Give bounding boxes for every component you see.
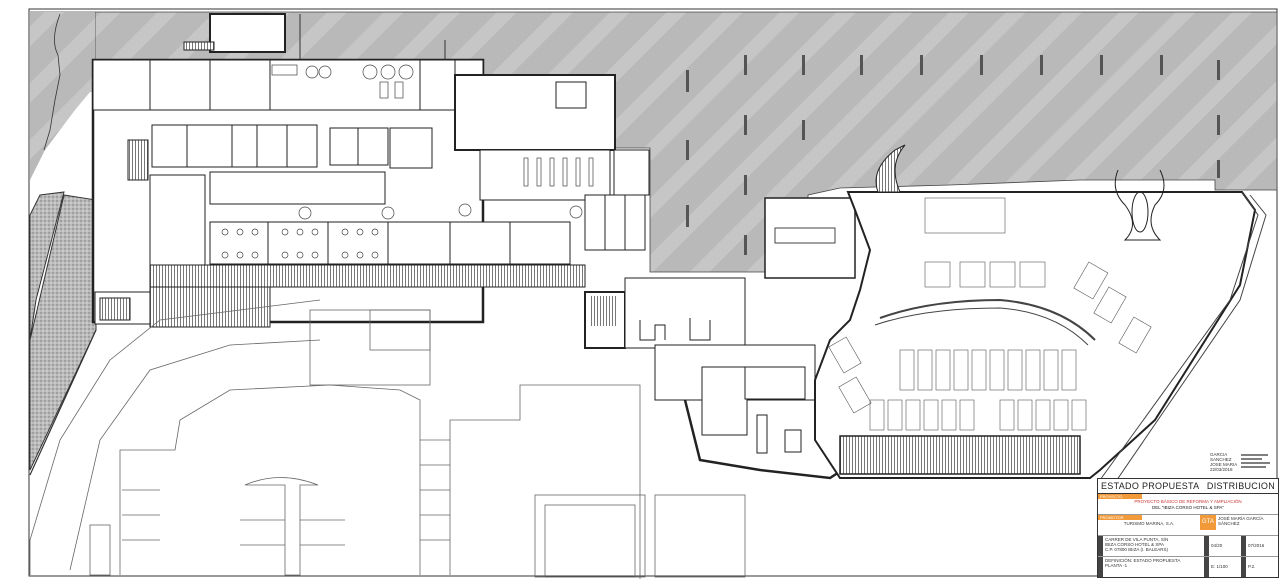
project-section: PROYECTO PROYECTO BÁSICO DE REFORMA Y AM… <box>1098 494 1278 515</box>
project-line-2: DEL "IBIZA CORSO HOTEL & SPA" <box>1151 505 1225 510</box>
title-block-header: ESTADO PROPUESTA DISTRIBUCION <box>1098 479 1278 494</box>
address-line-3: C.P. 07800 IBIZA (I. BALEARS) <box>1105 547 1168 552</box>
date-1: 04/20 <box>1211 543 1223 548</box>
owner-name: TURISMO MARINA, S.A. <box>1123 521 1175 526</box>
address-row: CARRER DE VILA PUNTA, S/N IBIZA CORSO HO… <box>1098 536 1278 557</box>
firm-logo: GTA <box>1200 515 1216 530</box>
seating-tables <box>828 197 1152 431</box>
main-building-wing <box>91 58 586 328</box>
date-2: 07/2016 <box>1248 543 1265 548</box>
meeting-block <box>654 344 852 480</box>
title-block: ESTADO PROPUESTA DISTRIBUCION PROYECTO P… <box>1097 478 1279 578</box>
site-outlines <box>29 299 746 579</box>
address-line-1: CARRER DE VILA PUNTA, S/N <box>1105 537 1169 542</box>
project-line-1: PROYECTO BÁSICO DE REFORMA Y AMPLIACIÓN <box>1134 499 1242 504</box>
sheet-label: DISTRIBUCION <box>1206 481 1275 491</box>
project-tag: PROYECTO <box>1098 494 1142 499</box>
architect-name: JOSÉ MARÍA GARCÍA SÁNCHEZ <box>1218 516 1264 526</box>
owner-section: PROMOTOR TURISMO MARINA, S.A. GTA JOSÉ M… <box>1098 515 1278 536</box>
address-line-2: IBIZA CORSO HOTEL & SPA <box>1105 542 1165 547</box>
plan-number: P.2. <box>1248 564 1256 569</box>
office-desks <box>221 64 583 259</box>
definition-row: DEFINICIÓN: ESTADO PROPUESTA PLANTA -1 E… <box>1098 557 1278 577</box>
service-core <box>454 74 650 251</box>
parking-columns <box>686 55 1220 255</box>
owner-tag: PROMOTOR <box>1098 515 1142 520</box>
definition-line-1: DEFINICIÓN: ESTADO PROPUESTA <box>1105 558 1181 563</box>
gravel-strip <box>29 191 65 341</box>
definition-line-2: PLANTA -1 <box>1105 563 1128 568</box>
digital-signature-icon <box>1241 454 1270 468</box>
state-label: ESTADO PROPUESTA <box>1101 481 1200 491</box>
signature-block: GARCIA SANCHEZ JOSE MARIA 22/03/2018 <box>1210 452 1238 472</box>
scale-value: E: 1/100 <box>1211 564 1228 569</box>
